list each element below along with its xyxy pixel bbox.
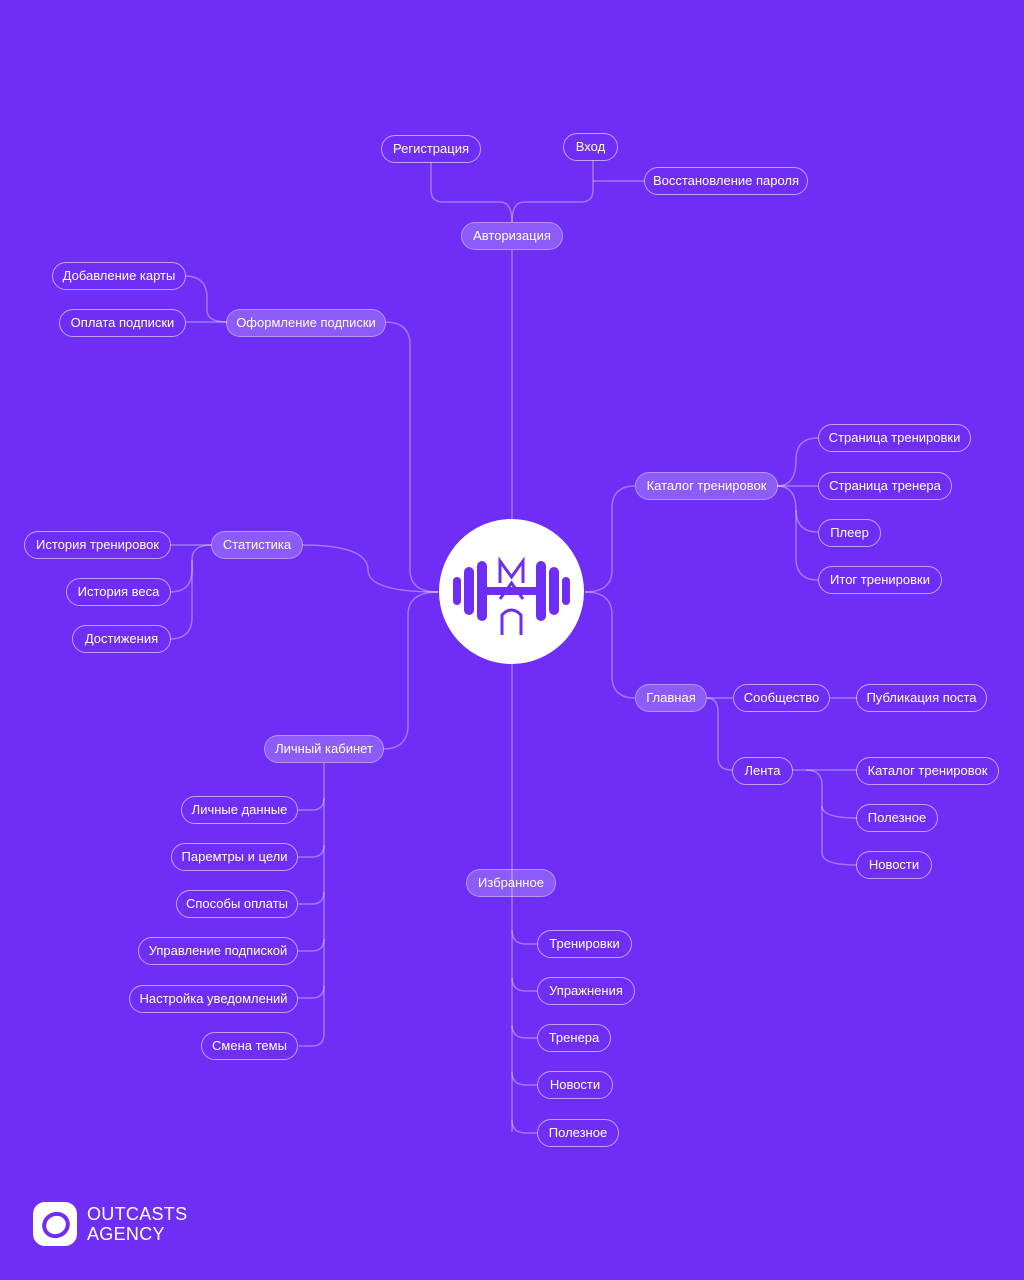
node-fav-exercises[interactable]: Упражнения: [537, 977, 635, 1005]
node-achievements[interactable]: Достижения: [72, 625, 171, 653]
node-workout-page[interactable]: Страница тренировки: [818, 424, 971, 452]
node-params-goals[interactable]: Паремтры и цели: [171, 843, 298, 871]
node-post-publish[interactable]: Публикация поста: [856, 684, 987, 712]
node-subscription[interactable]: Оформление подписки: [226, 309, 386, 337]
node-login[interactable]: Вход: [563, 133, 618, 161]
node-personal-data[interactable]: Личные данные: [181, 796, 298, 824]
node-favorites[interactable]: Избранное: [466, 869, 556, 897]
central-hub: [439, 519, 584, 664]
node-authorization[interactable]: Авторизация: [461, 222, 563, 250]
node-workout-catalog[interactable]: Каталог тренировок: [635, 472, 778, 500]
brand-name: OUTCASTS AGENCY: [87, 1204, 187, 1244]
node-trainer-page[interactable]: Страница тренера: [818, 472, 952, 500]
node-pay-subscription[interactable]: Оплата подписки: [59, 309, 186, 337]
brand-name-line1: OUTCASTS: [87, 1204, 188, 1224]
node-add-card[interactable]: Добавление карты: [52, 262, 186, 290]
node-fav-news[interactable]: Новости: [537, 1071, 613, 1099]
node-subscription-management[interactable]: Управление подпиской: [138, 937, 298, 965]
node-personal-account[interactable]: Личный кабинет: [264, 735, 384, 763]
node-feed-useful[interactable]: Полезное: [856, 804, 938, 832]
node-player[interactable]: Плеер: [818, 519, 881, 547]
node-community[interactable]: Сообщество: [733, 684, 830, 712]
node-weight-history[interactable]: История веса: [66, 578, 171, 606]
node-feed[interactable]: Лента: [732, 757, 793, 785]
barbell-monogram-icon: [453, 556, 570, 635]
node-registration[interactable]: Регистрация: [381, 135, 481, 163]
node-fav-trainers[interactable]: Тренера: [537, 1024, 611, 1052]
node-home[interactable]: Главная: [635, 684, 707, 712]
node-fav-useful[interactable]: Полезное: [537, 1119, 619, 1147]
node-workout-history[interactable]: История тренировок: [24, 531, 171, 559]
node-statistics[interactable]: Статистика: [211, 531, 303, 559]
node-payment-methods[interactable]: Способы оплаты: [176, 890, 298, 918]
node-password-recovery[interactable]: Восстановление пароля: [644, 167, 808, 195]
node-workout-result[interactable]: Итог тренировки: [818, 566, 942, 594]
node-fav-workouts[interactable]: Тренировки: [537, 930, 632, 958]
outcasts-logo-icon: [33, 1202, 77, 1246]
node-feed-catalog[interactable]: Каталог тренировок: [856, 757, 999, 785]
node-theme-change[interactable]: Смена темы: [201, 1032, 298, 1060]
node-feed-news[interactable]: Новости: [856, 851, 932, 879]
node-notification-settings[interactable]: Настройка уведомлений: [129, 985, 298, 1013]
brand-name-line2: AGENCY: [87, 1224, 165, 1244]
